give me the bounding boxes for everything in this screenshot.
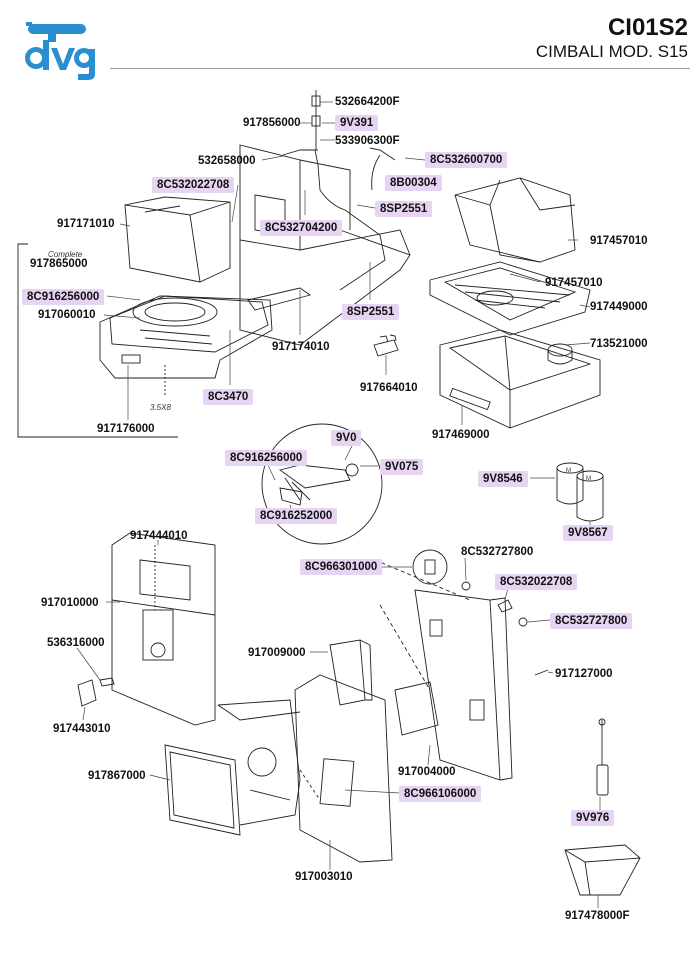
part-label[interactable]: 532664200F [335, 96, 400, 108]
button-drawing [77, 677, 115, 707]
complete-assembly-bracket [17, 243, 178, 438]
diagram-code: CI01S2 [607, 14, 688, 41]
part-label[interactable]: 917449000 [590, 301, 648, 313]
washer-upper-drawing [461, 581, 471, 591]
dvg-logo [25, 22, 95, 80]
clip-drawing [373, 334, 399, 357]
part-label[interactable]: 917444010 [130, 530, 188, 542]
part-label[interactable]: 8C532600700 [425, 152, 508, 168]
lower-drip-tray-drawing [439, 329, 601, 429]
part-label[interactable]: 917469000 [432, 429, 490, 441]
bin-drawing [564, 844, 641, 896]
part-label[interactable]: 917174010 [272, 341, 330, 353]
part-label[interactable]: 8C966106000 [399, 786, 482, 802]
part-label[interactable]: 8C916252000 [255, 508, 338, 524]
detail-circle-clip [412, 549, 448, 585]
svg-text:M: M [586, 476, 591, 482]
part-label[interactable]: 917009000 [248, 647, 306, 659]
part-label[interactable]: 9V8546 [478, 471, 528, 487]
svg-text:M: M [566, 468, 571, 474]
part-label[interactable]: 917478000F [565, 910, 630, 922]
part-label[interactable]: 917060010 [38, 309, 96, 321]
part-label[interactable]: 532658000 [198, 155, 256, 167]
hydraulic-frame-drawing [239, 90, 411, 346]
part-label[interactable]: 533906300F [335, 135, 400, 147]
part-label[interactable]: 8C532704200 [260, 220, 343, 236]
header-divider [110, 68, 690, 69]
part-label[interactable]: 8C532727800 [461, 546, 534, 558]
part-label[interactable]: 8C966301000 [300, 559, 383, 575]
complete-note: Complete [48, 250, 83, 259]
machine-model: CIMBALI MOD. S15 [535, 42, 688, 61]
part-label[interactable]: 917003010 [295, 871, 353, 883]
part-label[interactable]: 8SP2551 [342, 304, 400, 320]
part-label[interactable]: 917004000 [398, 766, 456, 778]
part-label[interactable]: 917171010 [57, 218, 115, 230]
part-label[interactable]: 9V391 [335, 115, 379, 131]
part-label[interactable]: 917867000 [88, 770, 146, 782]
part-label[interactable]: 9V8567 [563, 525, 613, 541]
small-clamp-drawing [497, 599, 513, 613]
part-label[interactable]: 917176000 [97, 423, 155, 435]
pin-drawing [534, 669, 549, 676]
left-side-panel-drawing [111, 532, 216, 726]
filters-drawing: M M [556, 462, 604, 522]
front-display-drawing [164, 699, 301, 836]
part-label[interactable]: 917010000 [41, 597, 99, 609]
front-panel-drawing [294, 674, 393, 863]
part-label[interactable]: 8C916256000 [22, 289, 105, 305]
part-label[interactable]: 713521000 [590, 338, 648, 350]
heater-element-drawing [596, 718, 609, 796]
washer-lower-drawing [518, 617, 528, 627]
part-label[interactable]: 9V976 [571, 810, 615, 826]
detail-circle-valve [261, 423, 383, 545]
part-label[interactable]: 8C532727800 [550, 613, 633, 629]
drip-tray-drawing [99, 295, 273, 395]
part-label[interactable]: 8C532022708 [152, 177, 235, 193]
grounds-container-drawing [454, 177, 576, 263]
cup-grid-drawing [429, 261, 591, 336]
water-tank-drawing [124, 196, 231, 283]
part-label[interactable]: 917457010 [545, 277, 603, 289]
part-label[interactable]: 917856000 [243, 117, 301, 129]
bracket-drawing [329, 639, 373, 706]
part-label[interactable]: 536316000 [47, 637, 105, 649]
part-label[interactable]: 917127000 [555, 668, 613, 680]
part-label[interactable]: 8C916256000 [225, 450, 308, 466]
part-label[interactable]: 8C532022708 [495, 574, 578, 590]
part-label[interactable]: 917664010 [360, 382, 418, 394]
part-label[interactable]: 8SP2551 [375, 201, 433, 217]
rear-frame-drawing [374, 559, 513, 781]
part-label[interactable]: 9V075 [380, 459, 424, 475]
part-label[interactable]: 8B00304 [385, 175, 442, 191]
part-label[interactable]: 9V0 [331, 430, 362, 446]
part-label[interactable]: 917865000 [30, 258, 88, 270]
part-label[interactable]: 8C3470 [203, 389, 254, 405]
part-label[interactable]: 917443010 [53, 723, 111, 735]
part-label[interactable]: 917457010 [590, 235, 648, 247]
screw-size-note: 3.5X8 [150, 403, 171, 412]
